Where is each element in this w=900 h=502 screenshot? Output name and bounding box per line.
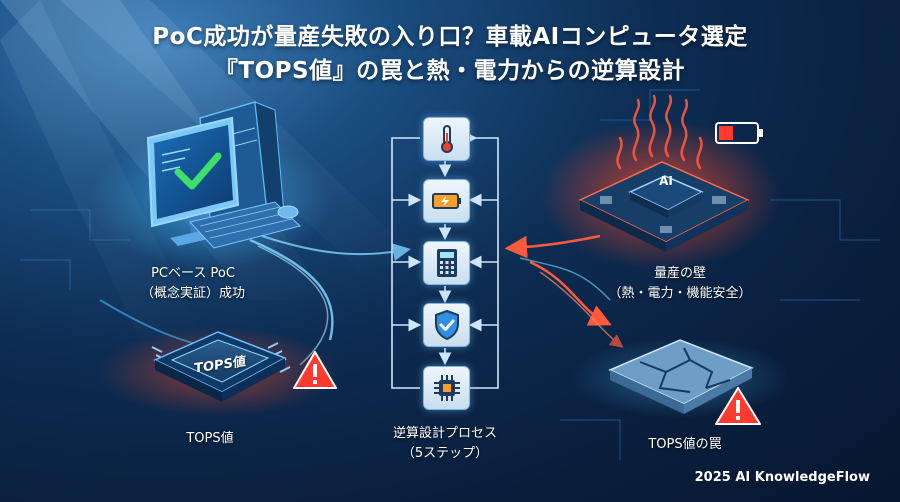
circuit-traces	[20, 89, 880, 460]
poc-label: PCベース PoC （概念実証）成功	[118, 264, 268, 304]
step-calculator	[423, 241, 470, 285]
thermometer-icon	[440, 125, 453, 153]
wall-label-line1: 量産の壁	[653, 266, 706, 281]
warning-icon-right	[715, 387, 761, 425]
process-label: 逆算設計プロセス （5ステップ）	[370, 424, 520, 464]
trap-caption: TOPS値の罠	[648, 437, 722, 452]
process-flow-lines	[391, 131, 499, 389]
shield-check-icon	[434, 309, 459, 341]
calculator-icon	[436, 249, 457, 277]
success-check-icon	[174, 152, 222, 190]
wall-label: 量産の壁 （熱・電力・機能安全）	[595, 264, 765, 304]
step-chip	[423, 366, 470, 410]
poc-label-line1: PCベース PoC	[151, 266, 235, 281]
step-thermometer	[423, 117, 470, 161]
poc-label-line2: （概念実証）成功	[140, 286, 245, 301]
chip-icon	[433, 375, 460, 401]
ai-chip-illustration	[540, 94, 780, 270]
heat-waves	[616, 94, 703, 170]
wall-label-line2: （熱・電力・機能安全）	[608, 286, 752, 301]
pc-poc-illustration	[90, 101, 330, 270]
warning-icon-left	[293, 351, 337, 389]
step-battery	[423, 179, 470, 223]
process-label-line1: 逆算設計プロセス	[392, 426, 497, 441]
process-label-line2: （5ステップ）	[401, 446, 489, 461]
step-shield	[423, 303, 470, 347]
tops-chip-illustration	[98, 327, 338, 417]
tops-caption: TOPS値	[186, 431, 234, 446]
battery-icon	[431, 193, 461, 209]
broken-chip-illustration	[570, 338, 790, 418]
footer-credit: 2025 AI KnowledgeFlow	[694, 470, 870, 485]
battery-low-icon	[715, 122, 763, 144]
wall-flow-lines	[504, 234, 624, 348]
ai-chip-text: AI	[659, 174, 673, 188]
title-line-1: PoC成功が量産失敗の入り口？車載AIコンピュータ選定	[152, 24, 748, 50]
title-line-2: 『TOPS値』の罠と熱・電力からの逆算設計	[214, 58, 686, 84]
